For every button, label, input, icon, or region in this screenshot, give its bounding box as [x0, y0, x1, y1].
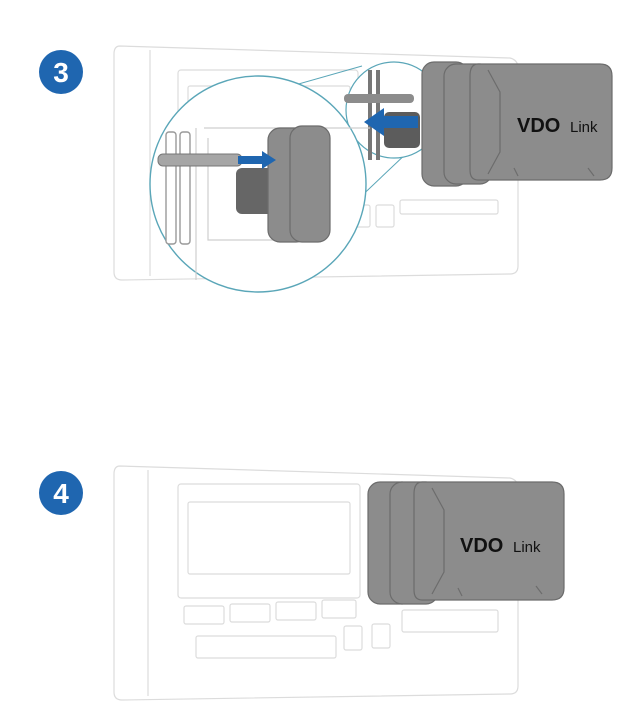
- detail-area-content: [344, 70, 420, 160]
- device-model-label: Link: [570, 119, 598, 136]
- step-4-illustration: 4 VDO Link: [0, 440, 640, 728]
- vdo-link-device: VDO Link: [421, 61, 613, 187]
- step-badge-circle: [39, 50, 83, 94]
- device-brand-label: VDO: [517, 115, 560, 137]
- insert-arrow-icon: [364, 108, 418, 136]
- step-badge-circle: [39, 471, 83, 515]
- step-number: 4: [53, 478, 69, 509]
- device-brand-label: VDO: [460, 535, 503, 557]
- device-model-label: Link: [513, 539, 541, 556]
- step-badge: 3: [39, 50, 83, 94]
- zoom-detail: [157, 125, 370, 280]
- insert-arrow-small-icon: [238, 151, 276, 169]
- step-number: 3: [53, 57, 69, 88]
- step-badge: 4: [39, 471, 83, 515]
- step-3-illustration: 3: [0, 0, 640, 300]
- vdo-link-device: VDO Link: [367, 481, 565, 605]
- step-3-drawing: 3: [39, 45, 613, 293]
- step-4-drawing: 4 VDO Link: [39, 465, 565, 701]
